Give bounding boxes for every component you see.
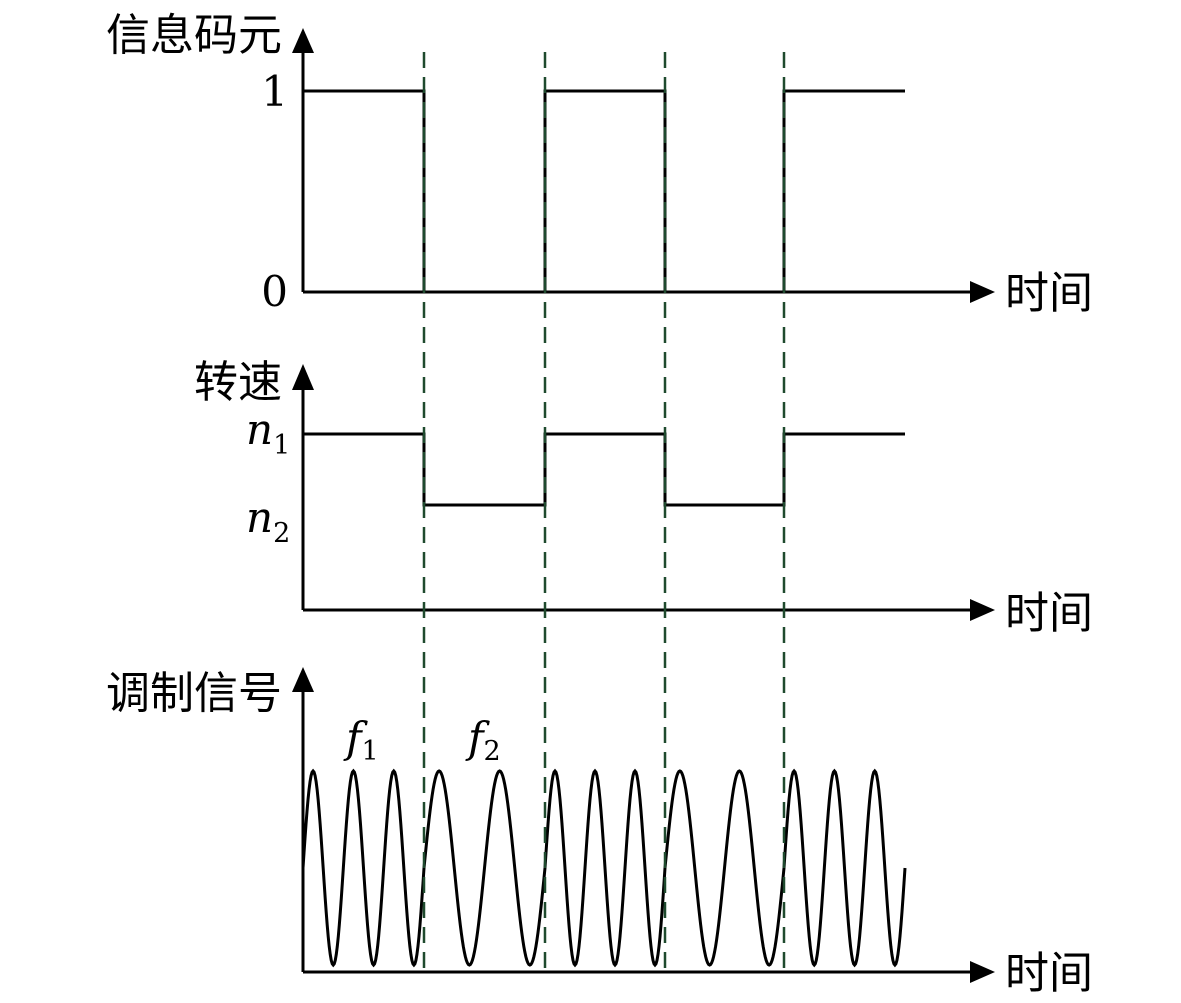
speed-tick-n2-sub: 2 [273,518,290,549]
bits-tick-0: 0 [261,267,288,316]
bits-waveform [303,89,905,294]
speed-x-arrow [970,599,995,621]
signal-panel: 调制信号 时间 f1 f2 [106,667,1093,999]
speed-waveform [303,432,905,507]
signal-label-f1-sub: 1 [362,736,379,767]
signal-y-arrow [292,667,314,692]
bits-panel: 信息码元 时间 1 0 [106,10,1093,319]
speed-x-label: 时间 [1005,588,1093,639]
speed-tick-n1-base: n [246,405,273,454]
signal-label-f2-sub: 2 [484,736,501,767]
signal-label-f1: f1 [343,713,379,767]
speed-tick-n1: n1 [246,405,290,461]
speed-tick-n2: n2 [246,493,290,549]
bits-x-label: 时间 [1005,268,1093,319]
speed-panel: 转速 时间 n1 n2 [194,357,1093,639]
symbol-boundaries [422,52,786,972]
speed-tick-n2-base: n [246,493,273,542]
signal-label-f2: f2 [465,713,501,767]
speed-y-label: 转速 [194,357,282,408]
bits-y-label: 信息码元 [106,10,282,61]
speed-tick-n1-sub: 1 [273,430,290,461]
signal-x-label: 时间 [1005,948,1093,999]
speed-y-arrow [292,364,314,390]
signal-y-label: 调制信号 [106,668,282,719]
bits-tick-1: 1 [261,67,288,116]
bits-x-arrow [970,281,995,303]
bits-y-arrow [292,28,314,53]
signal-waveform [301,768,907,968]
signal-x-arrow [970,961,995,983]
